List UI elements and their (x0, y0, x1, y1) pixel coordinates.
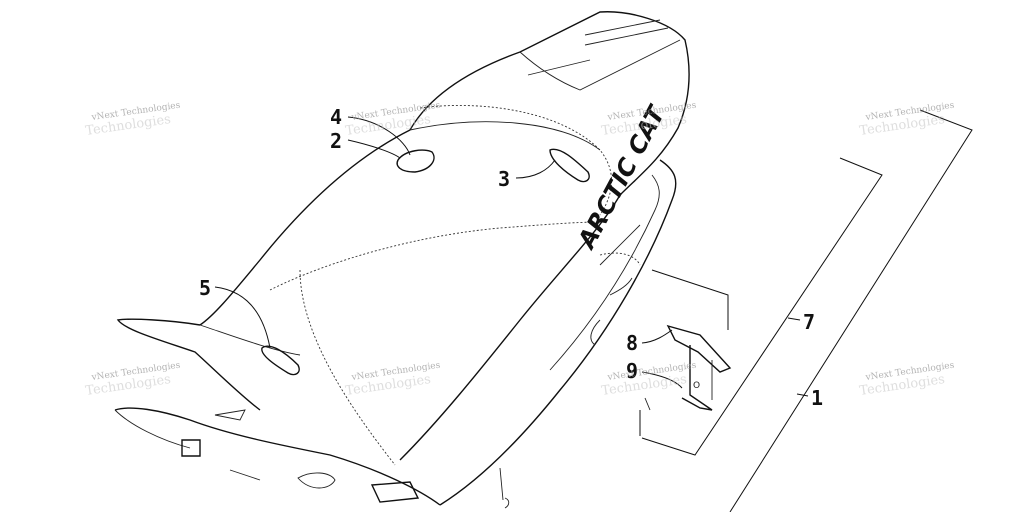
watermark: vNext Technologies Technologies (84, 101, 181, 139)
callout-8: 8 (626, 331, 638, 355)
watermark: vNext Technologies Technologies (858, 101, 955, 139)
callout-1: 1 (811, 386, 823, 410)
callout-4: 4 (330, 105, 342, 129)
callout-2: 2 (330, 129, 342, 153)
callout-3: 3 (498, 167, 510, 191)
hinge-bracket: O (644, 324, 732, 411)
callout-7: 7 (803, 310, 815, 334)
grommet-5 (261, 345, 300, 376)
watermark: vNext Technologies Technologies (858, 361, 955, 399)
seat-assembly (114, 11, 690, 509)
callout-9: 9 (626, 359, 638, 383)
leader-lines (214, 109, 973, 512)
watermark: vNext Technologies Technologies (344, 361, 441, 399)
callout-numbers: 4 2 3 5 8 9 7 1 (199, 105, 823, 410)
watermarks: vNext Technologies Technologies vNext Te… (84, 101, 955, 399)
watermark: vNext Technologies Technologies (344, 101, 441, 139)
watermark: vNext Technologies Technologies (84, 361, 181, 399)
decal-2 (396, 149, 435, 173)
callout-5: 5 (199, 276, 211, 300)
grommet-3 (549, 148, 590, 183)
watermark: vNext Technologies Technologies (600, 361, 697, 399)
bracket-mark: O (693, 381, 700, 391)
